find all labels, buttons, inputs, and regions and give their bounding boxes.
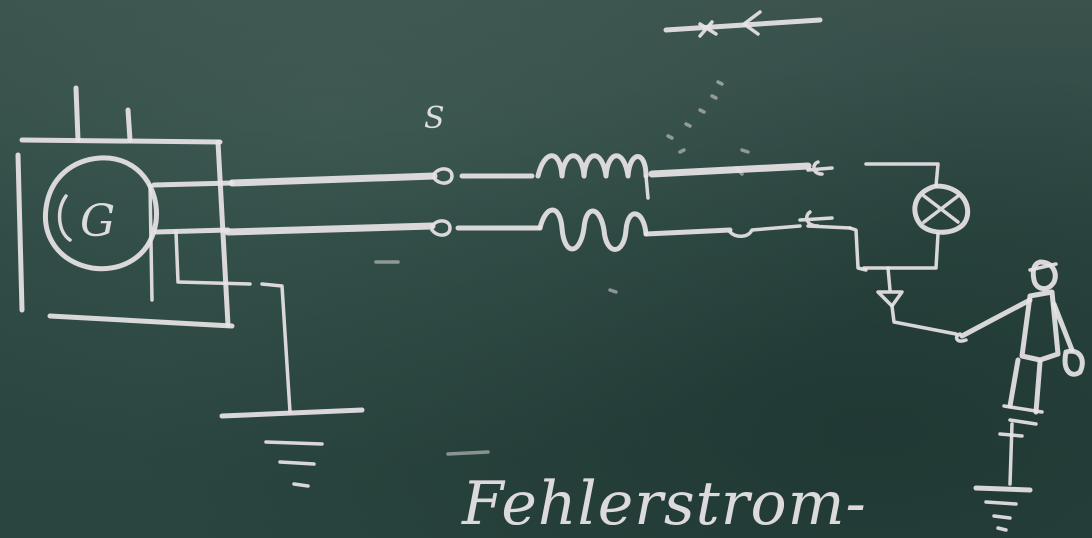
upper-line-to-load [648, 162, 812, 178]
switch-terminals [430, 167, 543, 237]
load-ground-path [876, 266, 958, 336]
upper-inductor [535, 153, 650, 200]
chalk-smudges [374, 260, 618, 456]
lamp-symbol [848, 162, 970, 272]
generator-leads [148, 180, 252, 302]
person-ground-symbol [973, 485, 1033, 532]
generator-ground [219, 282, 365, 488]
lower-line-fault [728, 224, 802, 238]
generator-housing [15, 85, 235, 329]
lower-conductor [224, 222, 436, 236]
generator-label: G [80, 196, 115, 247]
switch-label: S [424, 101, 445, 136]
generator-symbol: G [42, 155, 159, 272]
lower-inductor [537, 207, 649, 252]
arrow-top [663, 10, 823, 38]
person-figure [954, 259, 1085, 486]
lower-line-to-load [643, 227, 733, 237]
caption-text: Fehlerstrom- [461, 469, 867, 538]
fault-spark [666, 80, 750, 176]
lower-load-terminal [798, 210, 852, 230]
upper-conductor [228, 172, 438, 187]
upper-load-terminal [806, 160, 834, 176]
